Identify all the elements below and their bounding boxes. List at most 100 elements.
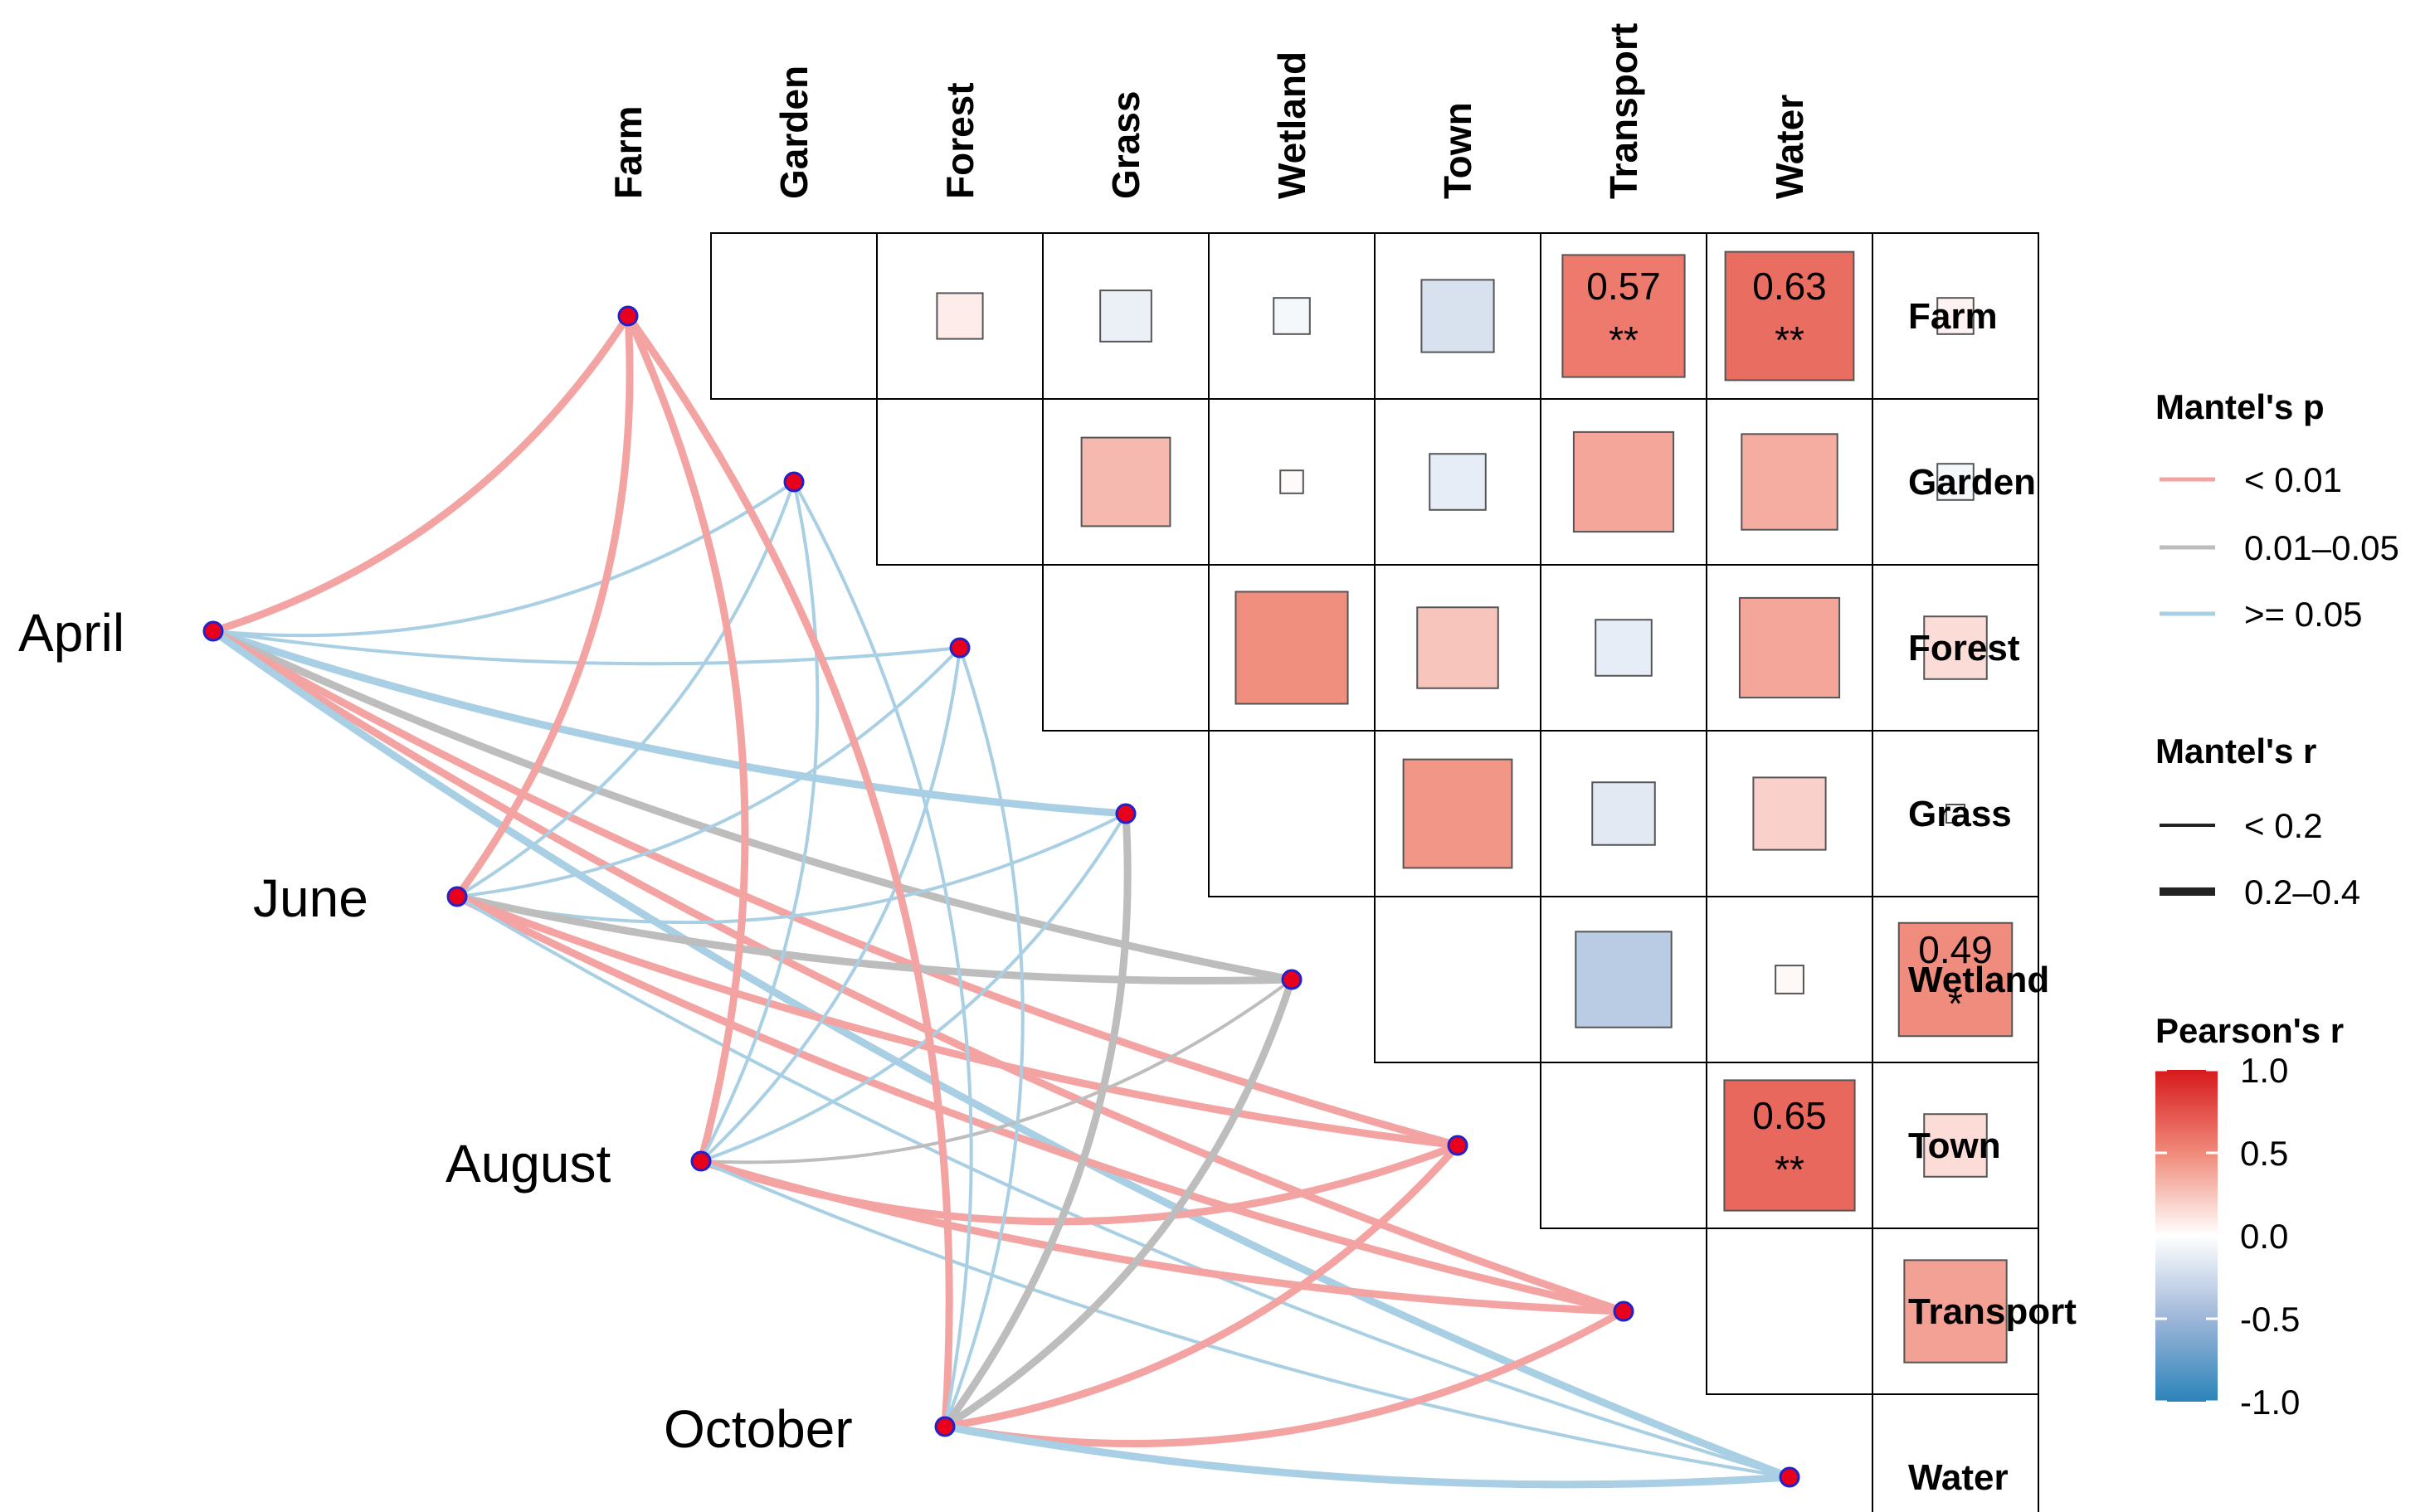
grid-cell-grass-grass (1208, 730, 1376, 897)
month-label-april: April (18, 603, 124, 663)
pearson-tick-label-2: 0.0 (2240, 1217, 2288, 1256)
link-october-forest (943, 646, 1025, 1428)
row-label-transport: Transport (1908, 1291, 2077, 1332)
col-label-town: Town (1436, 102, 1479, 199)
link-october-farm (624, 312, 953, 1431)
link-june-forest (455, 646, 962, 898)
corr-square-forest-water (1923, 615, 1988, 680)
col-label-garden: Garden (772, 66, 816, 199)
col-label-farm: Farm (606, 106, 650, 199)
month-label-august: August (446, 1134, 611, 1194)
corr-square-grass-wetland (1402, 758, 1513, 869)
corr-square-farm-garden (936, 292, 984, 340)
row-labels: FarmGardenForestGrassWetlandTownTranspor… (1908, 296, 2077, 1498)
grid-cell-garden-garden (876, 398, 1044, 566)
link-april-grass (209, 627, 1130, 818)
legend-mantel-r-title: Mantel's r (2155, 732, 2316, 771)
row-label-town: Town (1908, 1125, 2001, 1166)
corr-square-farm-transport (1724, 250, 1855, 382)
pearson-tick-label-3: -0.5 (2240, 1300, 2300, 1339)
link-october-town (941, 1141, 1462, 1431)
corr-square-transport-water (1903, 1259, 2008, 1364)
link-october-water (941, 1422, 1794, 1489)
link-june-town (453, 892, 1462, 1150)
month-label-june: June (253, 868, 368, 928)
link-october-wetland (941, 975, 1296, 1431)
pearson-tick-label-0: 1.0 (2240, 1051, 2288, 1090)
corr-square-wetland-town (1575, 931, 1673, 1028)
link-august-water (699, 1160, 1791, 1479)
pearson-ticks: 1.00.50.0-0.5-1.0 (2155, 1051, 2300, 1422)
corr-square-grass-town (1591, 781, 1656, 846)
node-june (446, 886, 468, 907)
corr-square-farm-water (1936, 297, 1975, 335)
legend-mantel-p-title: Mantel's p (2155, 387, 2325, 426)
row-label-farm: Farm (1908, 296, 1998, 337)
corr-square-town-water (1923, 1113, 1988, 1178)
grid-cell-wetland-wetland (1374, 896, 1541, 1063)
corr-square-wetland-transport (1775, 965, 1804, 994)
corr-label-town-transport: 0.65 (1752, 1094, 1827, 1137)
link-april-town (209, 627, 1462, 1150)
col-label-grass: Grass (1104, 91, 1147, 199)
node-august (690, 1150, 712, 1172)
corr-label-farm-transport: 0.63 (1752, 265, 1827, 308)
corr-sig-town-transport: ** (1775, 1148, 1804, 1191)
row-label-grass: Grass (1908, 794, 2012, 834)
row-label-garden: Garden (1908, 462, 2036, 503)
corr-square-forest-town (1595, 619, 1653, 677)
corr-square-farm-town (1561, 254, 1686, 378)
row-label-forest: Forest (1908, 628, 2020, 668)
corr-label-wetland-water: 0.49 (1918, 928, 1993, 971)
col-label-wetland: Wetland (1270, 51, 1313, 199)
corr-square-farm-forest (1099, 289, 1152, 343)
link-june-transport (453, 892, 1628, 1315)
link-april-forest (212, 630, 962, 666)
link-june-water (455, 895, 1791, 1479)
legend-p-label-3: >= 0.05 (2244, 595, 2362, 634)
grid-cell-water-water (1872, 1393, 2039, 1512)
link-august-garden (699, 480, 820, 1163)
node-town (1447, 1135, 1468, 1156)
link-june-garden (455, 480, 796, 898)
corr-sig-farm-transport: ** (1775, 318, 1804, 362)
row-label-wetland: Wetland (1908, 960, 2049, 1000)
node-october (934, 1416, 956, 1437)
link-april-water (209, 627, 1794, 1481)
node-april (202, 620, 224, 642)
corr-square-garden-water (1936, 463, 1975, 501)
node-forest (949, 637, 971, 659)
corr-square-forest-transport (1738, 596, 1841, 699)
mantel-links (209, 312, 1794, 1489)
grid-cell-transport-transport (1706, 1228, 1873, 1395)
grid-cell-town-town (1540, 1062, 1707, 1229)
link-august-wetland (699, 978, 1293, 1164)
corr-square-grass-transport (1752, 776, 1827, 851)
corr-square-garden-transport (1741, 433, 1838, 531)
corr-sig-farm-town: ** (1609, 318, 1639, 362)
corr-square-grass-water (1945, 804, 1965, 824)
corr-square-town-transport (1723, 1079, 1856, 1212)
corr-square-forest-grass (1234, 591, 1349, 705)
link-nodes (202, 305, 1800, 1488)
link-june-grass (455, 812, 1127, 925)
corr-sig-wetland-water: * (1948, 982, 1963, 1025)
link-august-forest (699, 646, 962, 1163)
node-wetland (1281, 969, 1303, 990)
legend-p-label-2: 0.01–0.05 (2244, 528, 2399, 567)
pearson-tick-label-1: 0.5 (2240, 1134, 2288, 1173)
corr-square-forest-wetland (1416, 606, 1499, 689)
col-label-water: Water (1768, 95, 1811, 199)
link-april-transport (209, 627, 1628, 1315)
link-april-garden (212, 480, 796, 638)
corr-square-wetland-water (1897, 921, 2014, 1038)
grid-cell-forest-forest (1042, 564, 1210, 732)
legend: Mantel's p < 0.01 0.01–0.05 >= 0.05 Mant… (2155, 387, 2399, 1422)
link-june-farm (453, 312, 634, 901)
corr-square-garden-town (1572, 430, 1675, 533)
row-label-water: Water (1908, 1457, 2009, 1498)
node-garden (783, 471, 805, 493)
correlation-grid: 0.57**0.63**0.49*0.65** (710, 232, 2039, 1512)
